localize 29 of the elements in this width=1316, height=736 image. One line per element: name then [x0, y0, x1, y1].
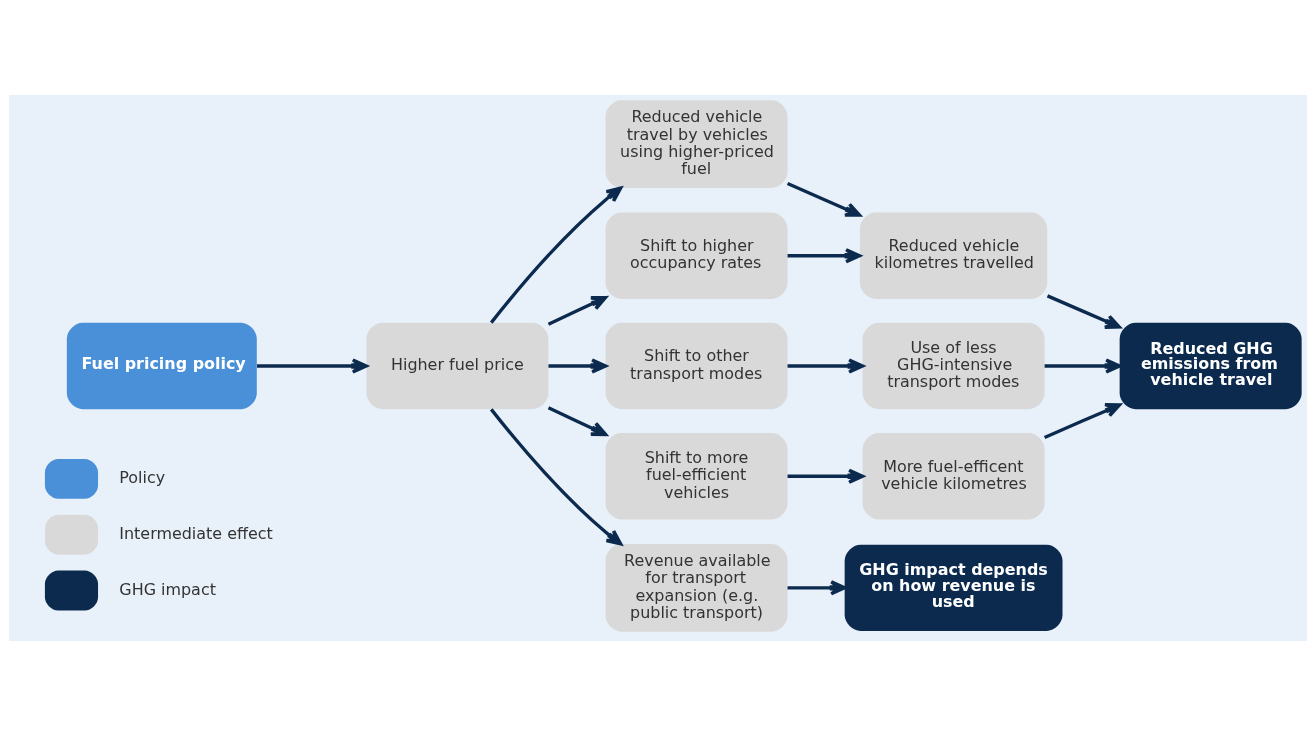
node-box: Fuel pricing policy — [66, 322, 257, 410]
arrow — [787, 248, 862, 264]
node-box: Shift to more fuel-efficient vehicles — [605, 433, 788, 520]
arrow — [1044, 358, 1122, 374]
node-box: GHG impact depends on how revenue is used — [844, 544, 1063, 632]
arrow — [787, 580, 847, 596]
arrow — [489, 408, 623, 546]
legend-label: Policy — [119, 468, 166, 488]
arrow — [489, 186, 623, 324]
arrow — [548, 358, 608, 374]
node-box: Shift to higher occupancy rates — [605, 212, 788, 299]
node-box: Higher fuel price — [366, 322, 549, 410]
arrow — [547, 406, 608, 437]
node-box: Shift to other transport modes — [605, 322, 788, 410]
node-box: Use of less GHG-intensive transport modes — [862, 322, 1045, 410]
arrow — [547, 295, 608, 326]
legend-label: GHG impact — [119, 579, 216, 599]
arrow — [786, 181, 862, 217]
node-box: Reduced vehicle travel by vehicles using higher-priced fuel — [605, 100, 788, 188]
arrow — [257, 358, 368, 374]
arrow — [1043, 403, 1122, 439]
arrow — [1046, 294, 1121, 329]
legend-label: Intermediate effect — [119, 523, 273, 543]
node-box: More fuel-efficent vehicle kilometres — [862, 433, 1045, 520]
arrow — [787, 358, 865, 374]
node-box: Reduced GHG emissions from vehicle travel — [1119, 322, 1302, 410]
node-box: Reduced vehicle kilometres travelled — [859, 212, 1048, 299]
node-box: Revenue available for transport expansion (e.g. public transport) — [605, 544, 788, 632]
arrow — [787, 468, 865, 484]
